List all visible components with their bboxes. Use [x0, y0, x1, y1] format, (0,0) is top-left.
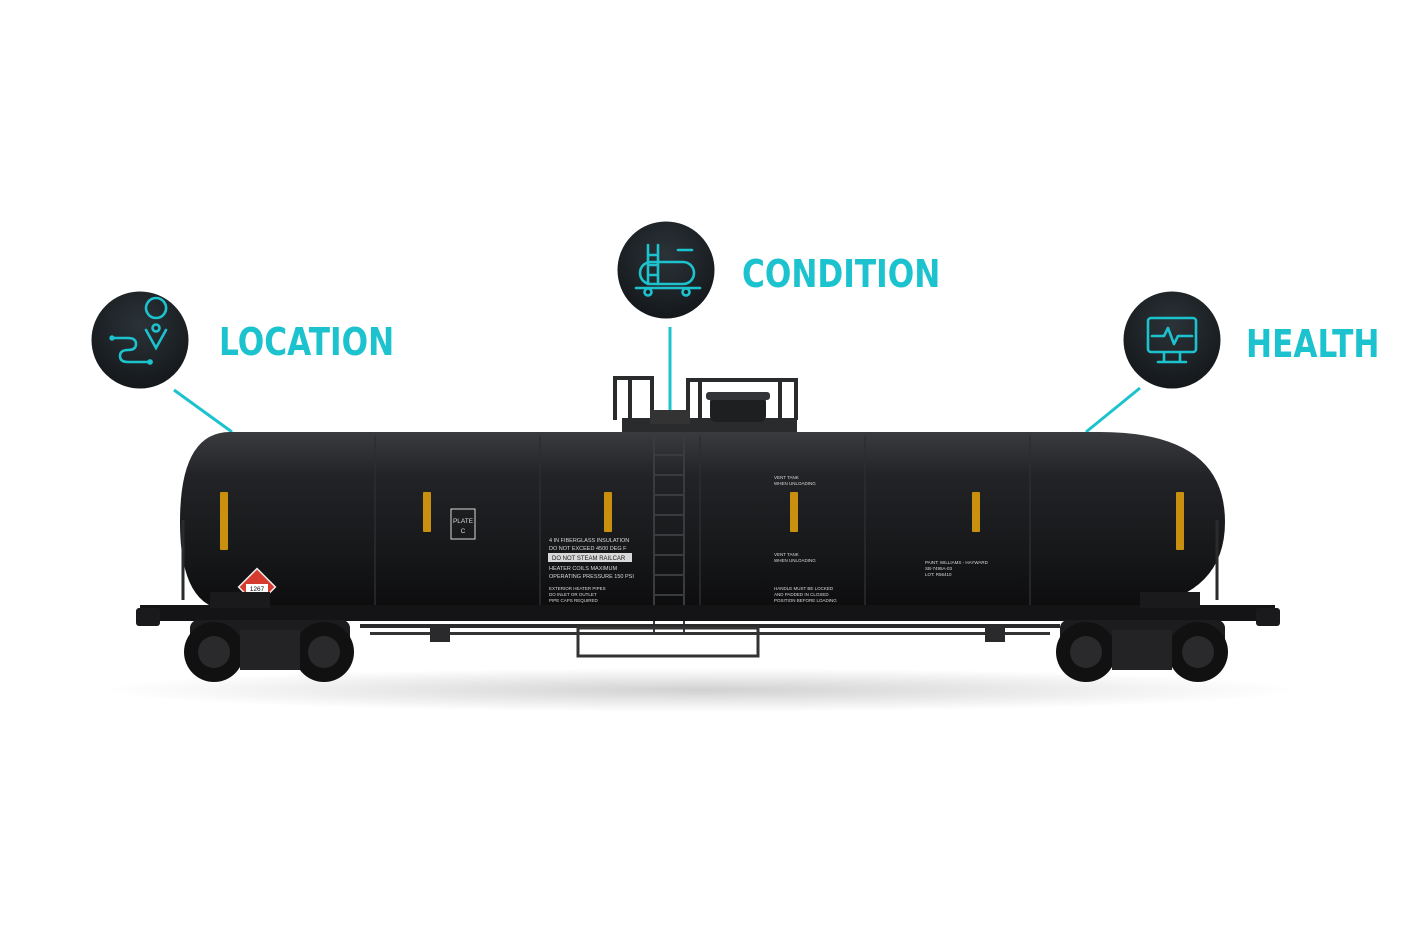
connector-lines — [173, 327, 1141, 434]
hazmat-number: 1267 — [250, 586, 265, 593]
condition-badge — [614, 218, 718, 322]
right-truck — [1056, 620, 1228, 682]
insulation-line2: DO NOT EXCEED 4500 DEG F — [549, 546, 627, 552]
location-badge — [88, 288, 192, 392]
health-label: HEALTH — [1246, 322, 1380, 366]
ground-shadow — [100, 668, 1300, 712]
reflective-stripes — [220, 492, 1184, 550]
underframe — [140, 520, 1275, 658]
heater-line2: OPERATING PRESSURE 150 PSI — [549, 574, 634, 580]
handle-line3: POSITION BEFORE LOADING — [774, 598, 837, 603]
tank-car-icon — [634, 243, 702, 297]
vent-top-line1: VENT TANK — [774, 475, 799, 480]
handle-line1: HANDLE MUST BE LOCKED — [774, 586, 834, 591]
health-connector — [1085, 386, 1141, 434]
heater-line1: HEATER COILS MAXIMUM — [549, 566, 617, 572]
location-route-icon — [109, 296, 168, 365]
vent-top-line2: WHEN UNLOADING — [774, 481, 816, 486]
warning-box-text: DO NOT STEAM RAILCAR — [552, 556, 626, 562]
left-truck — [184, 620, 354, 682]
exterior-line3: PIPE CAPS REQUIRED — [549, 598, 599, 603]
insulation-line1: 4 IN FIBERGLASS INSULATION — [549, 538, 629, 544]
plate-box — [450, 508, 476, 540]
paint-line2: SB-7495A-03 — [925, 566, 953, 571]
paint-line1: PAINT: WILLIAMS - HAYWARD — [925, 560, 989, 565]
health-badge — [1120, 288, 1224, 392]
plate-line2: C — [461, 528, 466, 535]
stencils: PLATE C 4 IN FIBERGLASS INSULATION DO NO… — [450, 475, 989, 603]
monitor-heartbeat-icon — [1146, 316, 1198, 364]
location-label: LOCATION — [219, 320, 395, 364]
plate-line1: PLATE — [453, 518, 474, 525]
tank-body — [180, 432, 1225, 632]
exterior-line2: DO INLET OR OUTLET — [549, 592, 597, 597]
exterior-line1: EXTERIOR HEATER PIPES — [549, 586, 606, 591]
couplers — [136, 608, 1280, 626]
location-connector — [173, 388, 233, 434]
handle-line2: AND PADDED IN CLOSED — [774, 592, 829, 597]
vent-mid-line2: WHEN UNLOADING — [774, 558, 816, 563]
warning-box — [548, 553, 632, 562]
top-fittings — [613, 376, 798, 436]
condition-label: CONDITION — [742, 252, 941, 296]
vent-mid-line1: VENT TANK — [774, 552, 799, 557]
paint-line3: LOT: R56410 — [925, 572, 952, 577]
